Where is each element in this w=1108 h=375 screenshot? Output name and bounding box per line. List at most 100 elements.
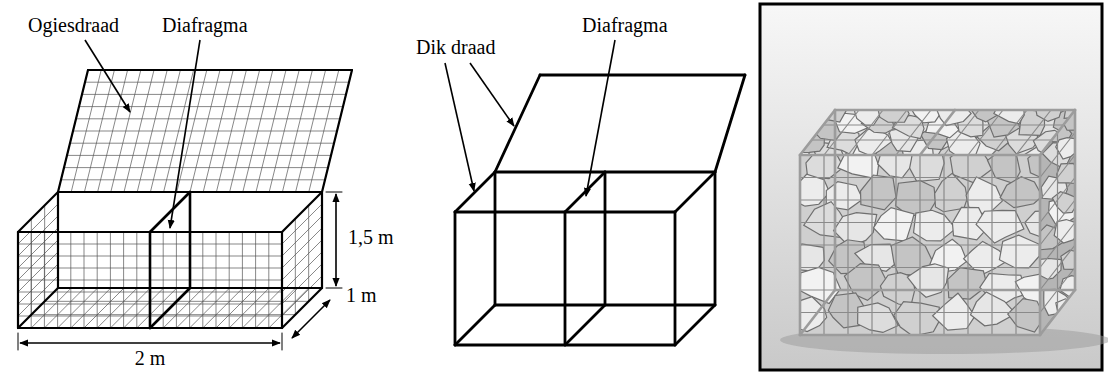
gabion-photo — [760, 4, 1108, 370]
frame-wire — [1074, 110, 1077, 290]
mesh-wire — [88, 70, 352, 71]
part-label: Ogiesdraad — [26, 14, 121, 37]
extension-line — [326, 288, 342, 289]
stone — [1046, 315, 1073, 341]
mesh-wire — [97, 288, 137, 328]
frame-wire — [455, 305, 495, 345]
dimension-label: 2 m — [133, 347, 168, 370]
mesh-wire — [799, 155, 800, 335]
leader-line — [170, 40, 200, 228]
frame-wire — [1040, 290, 1075, 335]
dimension-arrow — [292, 300, 330, 338]
mesh-wire — [150, 232, 151, 328]
frame-wire — [494, 172, 497, 305]
mesh-wire — [282, 232, 283, 328]
mesh-wire — [18, 288, 58, 328]
leader-line — [470, 63, 514, 126]
part-label: Diafragma — [580, 14, 670, 37]
mesh-wire — [84, 288, 124, 328]
mesh-wire — [110, 288, 150, 328]
mesh-wire — [1039, 155, 1040, 335]
mesh-wire — [18, 232, 19, 328]
frame-wire — [675, 172, 715, 212]
mesh-wire — [150, 288, 190, 328]
mesh-wire — [18, 252, 58, 292]
frame-wire — [800, 110, 835, 155]
mesh-wire — [282, 240, 322, 280]
frame-wire — [282, 192, 322, 232]
part-label: Diafragma — [160, 14, 250, 37]
lid-edge — [58, 70, 88, 192]
extension-line — [282, 333, 283, 350]
diaphragm-edge — [189, 192, 192, 288]
mesh-wire — [61, 179, 325, 180]
mesh-wire — [1040, 290, 1075, 335]
stone — [1035, 93, 1063, 121]
leader-line — [445, 63, 474, 191]
frame-wire — [835, 289, 1075, 292]
diaphragm-edge — [565, 305, 605, 345]
leader-line — [85, 40, 130, 112]
mesh-wire — [282, 216, 322, 256]
mesh-wire — [203, 288, 243, 328]
frame-wire — [281, 232, 283, 328]
mesh-wire — [85, 82, 349, 83]
mesh-wire — [70, 143, 334, 144]
mesh-wire — [64, 167, 328, 168]
stone — [935, 173, 968, 211]
frame-wire — [799, 155, 802, 335]
dimension-arrow — [335, 194, 337, 286]
mesh-wire — [1040, 178, 1075, 223]
mesh-wire — [282, 288, 322, 328]
mesh-wire — [242, 288, 282, 328]
frame-wire — [674, 212, 677, 345]
lid-edge — [88, 69, 352, 71]
frame-wire — [800, 290, 835, 335]
mesh-wire — [18, 232, 19, 328]
mesh-wire — [282, 276, 322, 316]
mesh-wire — [1040, 245, 1075, 290]
mesh-wire — [1040, 223, 1075, 268]
mesh-wire — [73, 131, 337, 132]
stone — [861, 175, 897, 210]
stone — [894, 302, 939, 336]
mesh-wire — [67, 155, 331, 156]
mesh-wire — [1040, 155, 1075, 200]
stone — [855, 99, 881, 125]
lid-edge — [495, 75, 540, 172]
extension-line — [326, 192, 342, 193]
mesh-wire — [282, 264, 322, 304]
stone — [858, 303, 899, 333]
frame-wire — [282, 288, 322, 328]
frame-wire — [800, 334, 1040, 337]
lid-edge — [715, 75, 745, 172]
mesh-wire — [18, 216, 58, 256]
frame-wire — [455, 172, 495, 212]
mesh-wire — [1040, 200, 1075, 245]
frame-wire — [675, 305, 715, 345]
stone — [1000, 177, 1042, 208]
mesh-wire — [282, 204, 322, 244]
stone — [874, 208, 915, 241]
dimension-label: 1 m — [344, 284, 379, 307]
diaphragm-wire — [920, 110, 955, 155]
lid-edge — [322, 70, 352, 192]
mesh-wire — [18, 264, 58, 304]
mesh-wire — [18, 228, 58, 268]
frame-wire — [1040, 110, 1075, 155]
wire-frame-drawing — [455, 75, 745, 345]
dimension-arrow — [20, 342, 280, 344]
frame-wire — [1039, 155, 1042, 335]
mesh-wire — [282, 192, 322, 232]
frame-wire — [834, 110, 837, 290]
mesh-wire — [79, 106, 343, 107]
mesh-wire — [76, 118, 340, 119]
mesh-wire — [229, 288, 269, 328]
mesh-wire — [190, 288, 230, 328]
part-label: Dik draad — [414, 36, 497, 59]
mesh-wire — [800, 312, 1040, 313]
frame-wire — [714, 172, 717, 305]
stone — [907, 264, 948, 297]
mesh-wire — [18, 288, 58, 328]
frame-wire — [18, 192, 58, 232]
